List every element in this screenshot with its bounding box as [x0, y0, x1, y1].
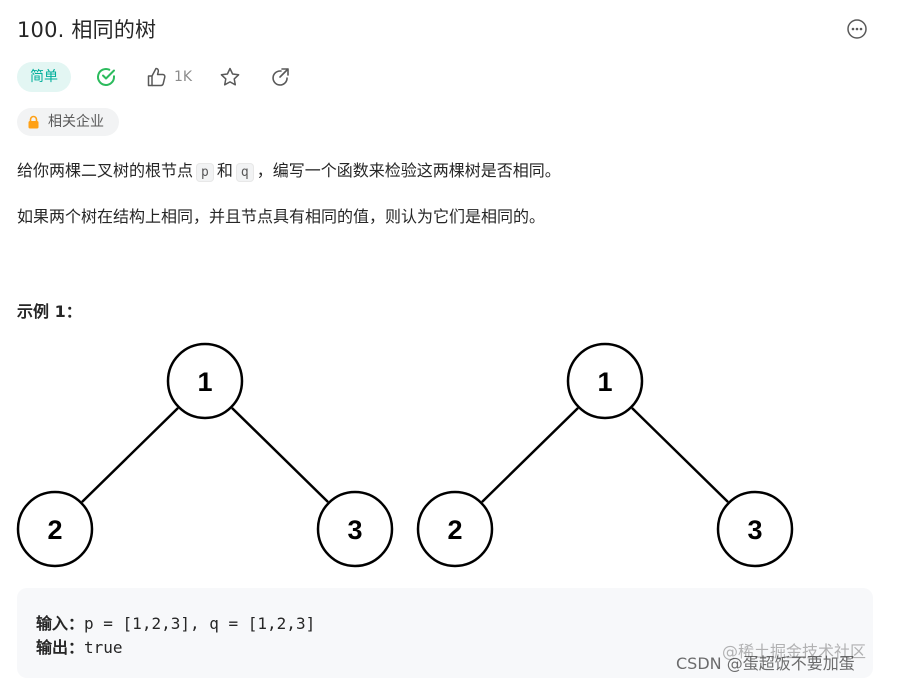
related-companies-label: 相关企业 [48, 114, 104, 130]
example-title: 示例 1： [17, 302, 82, 321]
watermark: @稀土掘金技术社区 CSDN @蛋超饭不要加蛋 [676, 642, 866, 674]
var-p: p [196, 163, 214, 182]
example-output-line: 输出：true [36, 634, 123, 658]
like-count: 1K [174, 69, 193, 85]
input-value: p = [1,2,3], q = [1,2,3] [84, 614, 316, 633]
watermark-juejin: @稀土掘金技术社区 [722, 642, 867, 661]
tree-node: 3 [716, 490, 794, 568]
solved-check-icon [97, 68, 115, 86]
node-value: 1 [597, 367, 612, 397]
node-value: 2 [47, 515, 62, 545]
input-label: 输入： [36, 614, 85, 633]
lock-icon [28, 115, 39, 129]
node-value: 3 [747, 515, 762, 545]
difficulty-badge: 简单 [17, 62, 71, 92]
tree-node: 2 [16, 490, 94, 568]
output-value: true [84, 638, 123, 657]
tree-q: 1 2 3 [416, 342, 794, 568]
star-icon[interactable] [219, 66, 241, 88]
output-label: 输出： [36, 638, 85, 657]
tree-p: 1 2 3 [16, 342, 394, 568]
description-text: 给你两棵二叉树的根节点 [17, 161, 194, 180]
tree-node: 1 [166, 342, 244, 420]
node-value: 2 [447, 515, 462, 545]
share-icon[interactable] [269, 66, 291, 88]
related-companies-tag[interactable]: 相关企业 [17, 108, 119, 136]
tree-node: 2 [416, 490, 494, 568]
var-q: q [235, 163, 254, 182]
more-options-icon[interactable] [846, 18, 868, 40]
description-paragraph-2: 如果两个树在结构上相同，并且节点具有相同的值，则认为它们是相同的。 [17, 207, 546, 226]
example-tree-diagram: 1 2 3 1 2 3 [16, 342, 794, 568]
problem-title: 100. 相同的树 [17, 18, 157, 42]
example-code-block: 输入：p = [1,2,3], q = [1,2,3] 输出：true [17, 588, 873, 678]
example-input-line: 输入：p = [1,2,3], q = [1,2,3] [36, 610, 315, 634]
node-value: 3 [347, 515, 362, 545]
description-text: ，编写一个函数来检验这两棵树是否相同。 [256, 161, 561, 180]
tree-node: 1 [566, 342, 644, 420]
node-value: 1 [197, 367, 212, 397]
tree-node: 3 [316, 490, 394, 568]
problem-toolbar: 简单 1K [17, 62, 417, 92]
watermark-csdn: CSDN @蛋超饭不要加蛋 [676, 654, 855, 673]
description-text: 和 [216, 161, 233, 180]
thumbs-up-icon[interactable] [146, 66, 168, 88]
